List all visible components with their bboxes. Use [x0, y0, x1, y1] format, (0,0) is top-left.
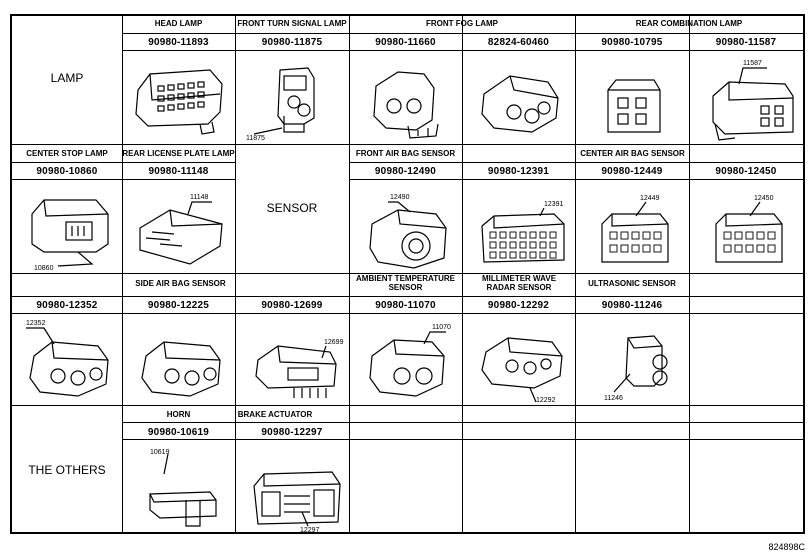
grid-line: [575, 16, 576, 532]
front-fog-alt-connector-drawing: [481, 75, 559, 133]
header-center-air-bag-sensor: CENTER AIR BAG SENSOR: [580, 149, 685, 158]
header-side-air-bag-sensor: SIDE AIR BAG SENSOR: [135, 279, 226, 288]
grid-line: [12, 273, 803, 274]
callout-label: 12292: [536, 397, 556, 404]
part-number: 90980-10619: [147, 427, 210, 438]
callout-label: 12297: [300, 527, 320, 534]
part-number: 90980-12292: [487, 300, 550, 311]
figure-code: 824898C: [768, 542, 805, 552]
grid-line: [462, 16, 463, 532]
part-number: 90980-11893: [148, 37, 209, 48]
grid-line: [12, 405, 803, 406]
part-number: 90980-10795: [601, 37, 663, 48]
front-fog-connector-drawing: [373, 71, 439, 139]
part-number: 90980-10860: [36, 166, 98, 177]
header-rear-license-plate-lamp: REAR LICENSE PLATE LAMP: [122, 149, 235, 158]
horn-connector-drawing: 10619: [149, 449, 217, 527]
side-air-bag-12352-connector-drawing: 12352: [26, 320, 109, 397]
grid-line: [12, 296, 803, 297]
part-number: 90980-12297: [261, 427, 323, 438]
callout-label: 11875: [246, 135, 265, 142]
ultrasonic-sensor-connector-drawing: 11246: [604, 335, 668, 402]
callout-label: 11587: [743, 60, 762, 67]
grid-line: [122, 33, 803, 34]
callout-label: 12449: [640, 195, 660, 202]
center-air-bag-12391-connector-drawing: 12391: [481, 201, 565, 263]
rear-combination-10795-connector-drawing: [607, 79, 661, 133]
callout-label: 11070: [432, 324, 451, 331]
part-number: 90980-12490: [374, 166, 437, 177]
millimeter-wave-radar-connector-drawing: 12292: [481, 337, 563, 404]
section-label-lamp: LAMP: [50, 71, 84, 85]
header-rear-combination-lamp: REAR COMBINATION LAMP: [635, 19, 743, 28]
grid-line: [12, 162, 235, 163]
header-millimeter-wave-radar-sensor: MILLIMETER WAVE RADAR SENSOR: [481, 274, 557, 292]
part-number: 90980-12391: [487, 166, 550, 177]
grid-line: [349, 179, 803, 180]
brake-actuator-connector-drawing: 12297: [253, 471, 341, 534]
part-number: 90980-11587: [715, 37, 777, 48]
callout-label: 12352: [26, 320, 46, 327]
callout-label: 11148: [190, 194, 209, 201]
header-head-lamp: HEAD LAMP: [154, 19, 203, 28]
center-air-bag-12449-connector-drawing: 12449: [601, 195, 669, 263]
ambient-temperature-connector-drawing: 11070: [369, 324, 451, 397]
rear-license-plate-connector-drawing: 11148: [139, 194, 223, 265]
part-number: 90980-11148: [148, 166, 209, 177]
grid-line: [122, 439, 803, 440]
section-label-others: THE OTHERS: [28, 463, 106, 477]
section-label-sensor: SENSOR: [266, 201, 318, 215]
part-number: 82824-60460: [487, 37, 550, 48]
header-front-turn-signal-lamp: FRONT TURN SIGNAL LAMP: [237, 19, 347, 28]
grid-line: [689, 16, 690, 532]
header-front-air-bag-sensor: FRONT AIR BAG SENSOR: [355, 149, 456, 158]
header-horn: HORN: [166, 410, 191, 419]
callout-label: 12490: [390, 194, 410, 201]
callout-label: 11246: [604, 395, 623, 402]
callout-label: 12450: [754, 195, 774, 202]
part-number: 90980-12699: [261, 300, 323, 311]
grid-line: [12, 144, 803, 145]
part-number: 90980-12225: [147, 300, 210, 311]
header-brake-actuator: BRAKE ACTUATOR: [237, 410, 313, 419]
rear-combination-11587-connector-drawing: 11587: [712, 60, 794, 141]
header-ultrasonic-sensor: ULTRASONIC SENSOR: [588, 279, 676, 288]
callout-label: 10619: [150, 449, 170, 456]
head-lamp-connector-drawing: [135, 69, 223, 135]
grid-line: [349, 162, 803, 163]
center-stop-lamp-connector-drawing: 10860: [31, 199, 109, 272]
front-turn-signal-connector-drawing: 11875: [246, 67, 315, 142]
part-number: 90980-11070: [375, 300, 436, 311]
part-number: 90980-11246: [601, 300, 663, 311]
part-number: 90980-12352: [36, 300, 98, 311]
header-front-fog-lamp: FRONT FOG LAMP: [426, 19, 498, 28]
part-number: 90980-12450: [715, 166, 777, 177]
callout-label: 12699: [324, 339, 344, 346]
grid-line: [12, 313, 803, 314]
header-center-stop-lamp: CENTER STOP LAMP: [26, 149, 108, 158]
callout-label: 12391: [544, 201, 564, 208]
part-number: 90980-12449: [601, 166, 663, 177]
grid-line: [349, 16, 350, 532]
grid-line: [12, 179, 235, 180]
grid-line: [235, 16, 236, 532]
grid-line: [122, 422, 803, 423]
part-number: 90980-11660: [375, 37, 436, 48]
front-air-bag-connector-drawing: 12490: [369, 194, 447, 269]
callout-label: 10860: [34, 265, 54, 272]
side-air-bag-12699-connector-drawing: 12699: [255, 339, 344, 398]
connector-table: LAMP SENSOR THE OTHERS HEAD LAMP FRONT T…: [10, 14, 805, 534]
center-air-bag-12450-connector-drawing: 12450: [715, 195, 783, 263]
header-ambient-temperature-sensor: AMBIENT TEMPERATURE SENSOR: [356, 274, 455, 292]
part-number: 90980-11875: [261, 37, 323, 48]
grid-line: [122, 50, 803, 51]
side-air-bag-12225-connector-drawing: [141, 341, 221, 397]
grid-line: [122, 16, 123, 532]
